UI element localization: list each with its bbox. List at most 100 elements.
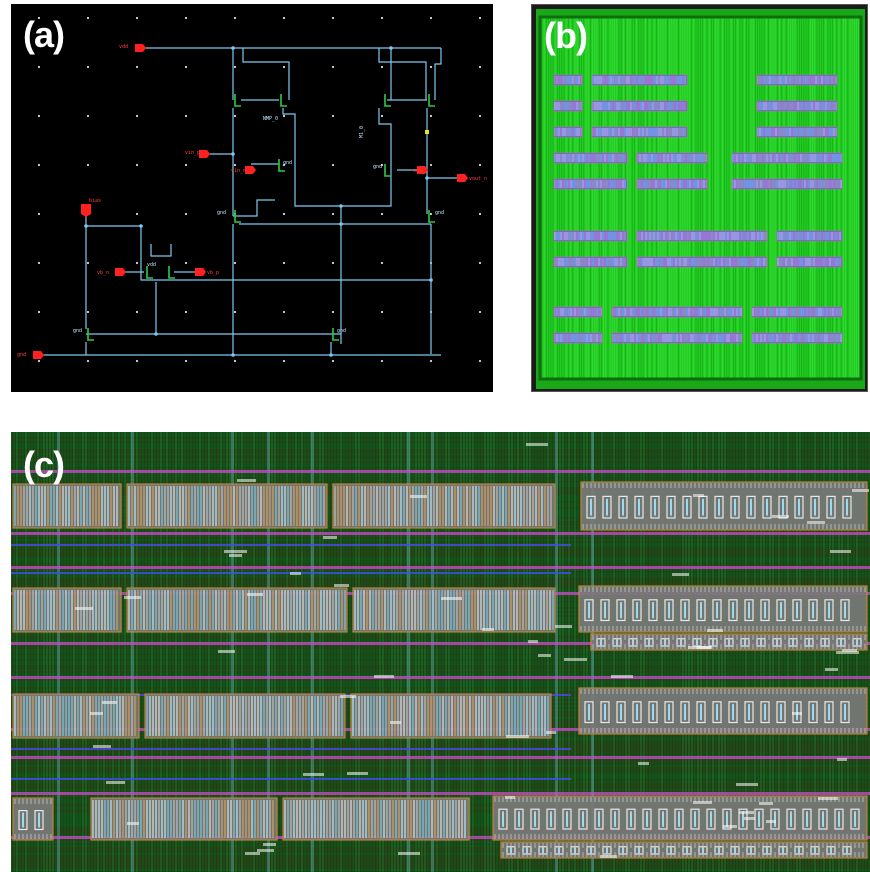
layout-b-cell: [776, 256, 843, 268]
layout-c-route: [591, 432, 594, 872]
layout-c-device: [584, 599, 594, 622]
layout-c-device: [834, 808, 844, 830]
grid-dot: [135, 16, 139, 20]
layout-c-device: [664, 599, 674, 622]
layout-c-device: [840, 599, 850, 622]
schematic-pins: [33, 44, 468, 359]
layout-c-contact: [614, 811, 616, 827]
grid-dot: [184, 212, 188, 216]
layout-c-text-mark: [218, 650, 235, 653]
layout-c-contact: [782, 847, 784, 854]
layout-c-contact: [830, 847, 832, 854]
grid-dot: [331, 65, 335, 69]
layout-c-text-mark: [836, 651, 859, 654]
grid-dot: [86, 359, 90, 363]
layout-c-contact: [600, 639, 602, 646]
grid-dot: [37, 212, 41, 216]
layout-c-text-mark: [90, 712, 103, 715]
grid-dot: [135, 261, 139, 265]
layout-c-cell: [578, 687, 868, 735]
schematic-junctions: [84, 46, 433, 357]
layout-c-device: [824, 599, 834, 622]
layout-c-device: [626, 808, 636, 830]
layout-c-text-mark: [334, 584, 349, 587]
layout-c-text-mark: [237, 479, 256, 482]
layout-c-contact: [774, 811, 776, 827]
grid-dot: [331, 212, 335, 216]
layout-c-device: [616, 599, 626, 622]
pin-label-vdd: vdd: [119, 44, 128, 50]
layout-b-cell: [553, 126, 583, 138]
layout-c-device: [744, 599, 754, 622]
layout-b-cell: [553, 306, 603, 318]
layout-c-text-mark: [106, 781, 125, 784]
grid-dots: [37, 16, 482, 363]
layout-c-device: [744, 701, 754, 724]
layout-c-contact: [604, 704, 606, 721]
device-label-gnd-4: gnd: [435, 210, 444, 216]
layout-c-text-mark: [723, 825, 737, 828]
layout-c-text-mark: [538, 654, 551, 657]
layout-c-rail: [11, 756, 870, 759]
layout-c-contact: [734, 847, 736, 854]
grid-dot: [478, 16, 482, 20]
layout-c-text-mark: [410, 495, 427, 498]
layout-c-text-mark: [830, 550, 851, 553]
grid-dot: [37, 261, 41, 265]
grid-dot: [478, 359, 482, 363]
schematic-wires: [39, 47, 459, 356]
layout-c-contact: [542, 847, 544, 854]
layout-c-contact: [710, 811, 712, 827]
layout-c-contact: [766, 847, 768, 854]
grid-dot: [478, 163, 482, 167]
layout-c-device: [802, 808, 812, 830]
layout-c-contact: [712, 639, 714, 646]
layout-c-contact: [664, 639, 666, 646]
layout-c-contact: [616, 639, 618, 646]
layout-c-contact: [648, 639, 650, 646]
layout-c-text-mark: [290, 572, 301, 575]
grid-dot: [429, 163, 433, 167]
layout-c-contact: [856, 639, 858, 646]
layout-c-contact: [652, 602, 654, 619]
grid-dot: [380, 261, 384, 265]
layout-c-text-mark: [807, 521, 825, 524]
layout-c-text-mark: [693, 494, 704, 497]
layout-c-device: [696, 599, 706, 622]
grid-dot: [135, 114, 139, 118]
layout-c-text-mark: [93, 745, 111, 748]
layout-c-text-mark: [611, 675, 633, 678]
grid-dot: [282, 65, 286, 69]
layout-c-rail: [11, 642, 870, 645]
layout-c-device: [760, 701, 770, 724]
layout-c-contact: [646, 811, 648, 827]
layout-c-contact: [590, 847, 592, 854]
panel-label-c: (c): [23, 444, 65, 485]
layout-c-contact: [700, 704, 702, 721]
layout-c-contact: [678, 811, 680, 827]
layout-c-text-mark: [825, 668, 838, 671]
layout-c-contact: [636, 704, 638, 721]
layout-c-contact: [796, 602, 798, 619]
layout-c-device: [712, 701, 722, 724]
grid-dot: [86, 65, 90, 69]
layout-c-device: [824, 701, 834, 724]
layout-c-contact: [662, 811, 664, 827]
grid-dot: [233, 16, 237, 20]
layout-c-contact: [510, 847, 512, 854]
layout-c-contact: [718, 498, 720, 516]
grid-dot: [86, 310, 90, 314]
device-label-vdd: vdd: [147, 262, 156, 268]
layout-c-contact: [792, 639, 794, 646]
grid-dot: [86, 261, 90, 265]
layout-c-device: [514, 808, 524, 830]
grid-dot: [331, 359, 335, 363]
layout-c-text-mark: [528, 640, 538, 643]
layout-c-route: [311, 432, 314, 872]
layout-c-device: [850, 808, 860, 830]
layout-b-cell: [553, 100, 583, 112]
layout-c-route: [555, 432, 558, 872]
layout-c-contact: [812, 704, 814, 721]
grid-dot: [135, 65, 139, 69]
layout-b-cell: [591, 126, 688, 138]
